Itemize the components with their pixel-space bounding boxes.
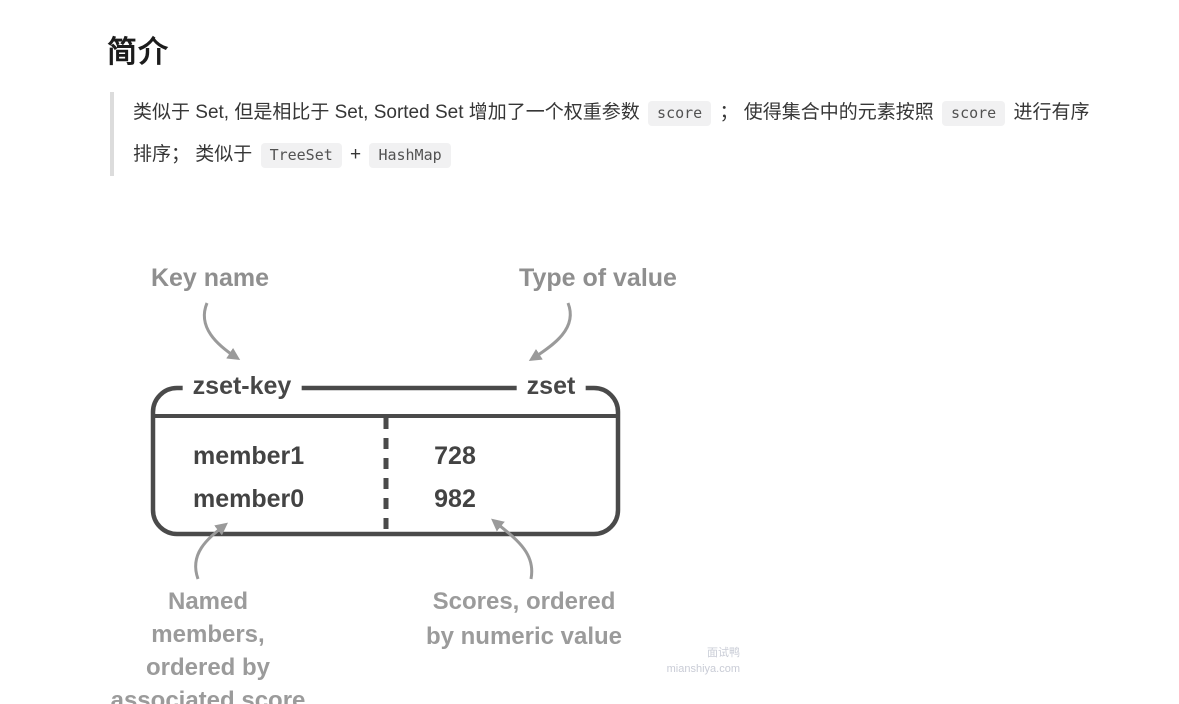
watermark-domain: mianshiya.com	[666, 663, 740, 675]
intro-text: 排序； 类似于	[133, 144, 258, 165]
intro-line-2: 排序； 类似于 TreeSet + HashMap	[133, 134, 1155, 176]
scores-arrow	[491, 518, 534, 580]
intro-text: ； 使得集合中的元素按照	[714, 102, 940, 123]
members-caption: Named members, ordered by associated sco…	[110, 588, 306, 704]
inline-code-treeset: TreeSet	[260, 143, 342, 168]
scores-caption: Scores, ordered by numeric value	[425, 588, 623, 650]
score-cell: 982	[434, 485, 476, 513]
key-name-arrow	[202, 302, 241, 361]
inline-code-hashmap: HashMap	[369, 143, 451, 168]
intro-text: 进行有序	[1008, 102, 1090, 123]
zset-type-tag: zset	[516, 372, 586, 400]
inline-code-score: score	[942, 101, 1006, 126]
inline-code-score: score	[648, 101, 712, 126]
key-name-label: Key name	[150, 264, 270, 292]
intro-text: +	[344, 144, 367, 165]
zset-key-tag: zset-key	[182, 372, 302, 400]
member-cell: member1	[193, 442, 305, 470]
zset-structure-diagram: Key name Type of value zset-key zset mem…	[90, 251, 730, 704]
type-of-value-arrow	[528, 302, 572, 362]
member-cell: member0	[193, 485, 305, 513]
watermark: 面试鸭 mianshiya.com	[645, 645, 740, 677]
type-of-value-label: Type of value	[519, 264, 677, 292]
diagram-canvas	[150, 302, 621, 580]
intro-text: 类似于 Set, 但是相比于 Set, Sorted Set 增加了一个权重参数	[133, 102, 646, 123]
intro-line-1: 类似于 Set, 但是相比于 Set, Sorted Set 增加了一个权重参数…	[133, 92, 1155, 134]
score-cell: 728	[434, 442, 476, 470]
page-title: 简介	[107, 36, 169, 69]
named-members-arrow	[194, 522, 228, 580]
intro-blockquote: 类似于 Set, 但是相比于 Set, Sorted Set 增加了一个权重参数…	[110, 92, 1155, 176]
watermark-brand: 面试鸭	[707, 647, 740, 659]
zset-box-outline	[150, 385, 621, 537]
